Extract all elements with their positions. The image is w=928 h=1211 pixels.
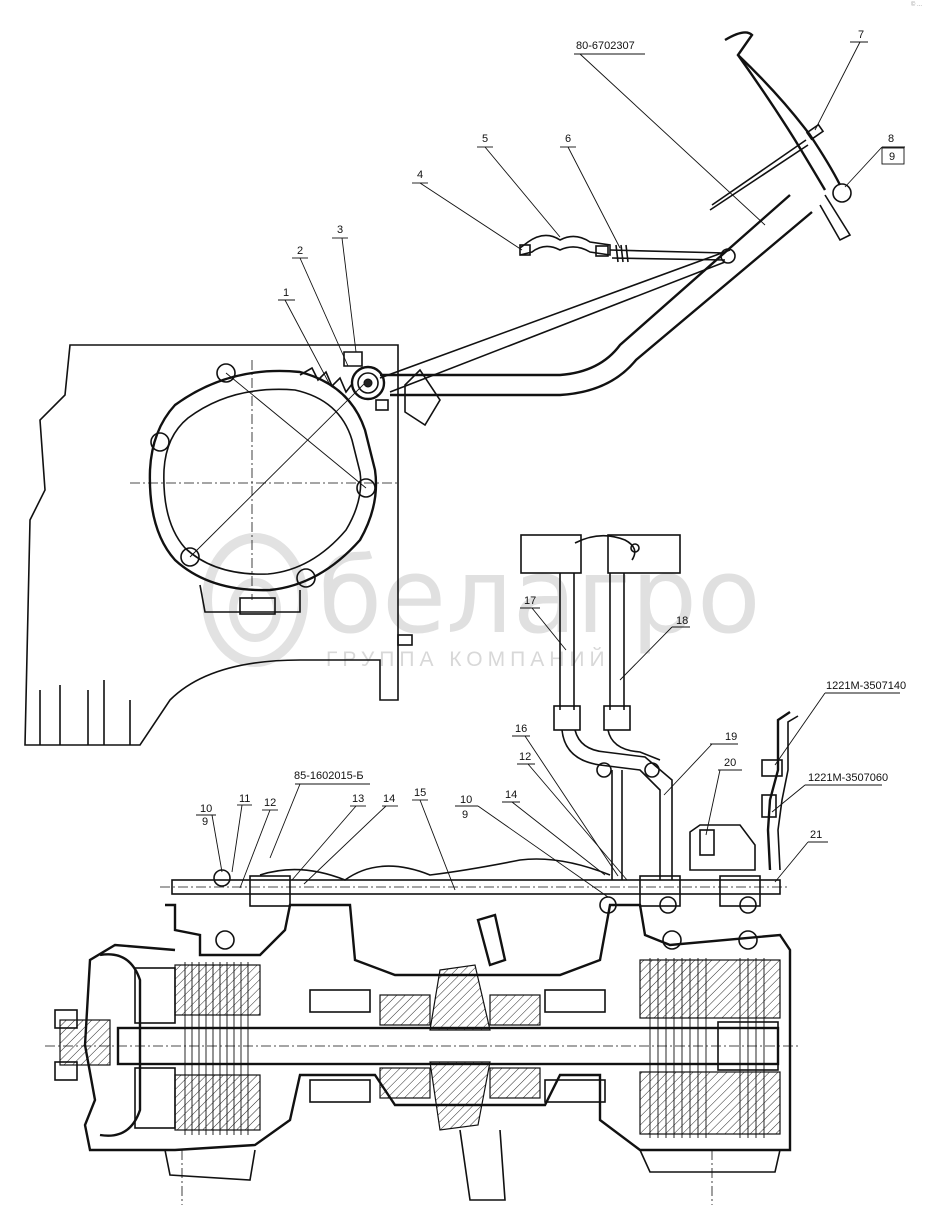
bolt-hole (356, 478, 376, 498)
watermark: белагро ГРУППА КОМПАНИЙ (202, 533, 761, 671)
shaft-assembly (45, 858, 800, 1205)
callout-7: 7 (858, 29, 864, 41)
lower-callouts: 17 18 16 19 12 20 1221М-3507140 1221М-35… (196, 595, 906, 898)
lever-pivot (299, 351, 441, 427)
brake-pedals (520, 534, 681, 880)
bolt-hole (216, 363, 236, 383)
callout-14-right: 14 (505, 789, 517, 801)
callout-12-left: 12 (264, 797, 276, 809)
part-80-6702307: 80-6702307 (576, 40, 635, 52)
callout-6: 6 (565, 133, 571, 145)
pedal-rod (379, 194, 813, 397)
callout-19: 19 (725, 731, 737, 743)
callout-18: 18 (676, 615, 688, 627)
watermark-logo-inner (229, 578, 281, 642)
bolt-hole (150, 432, 170, 452)
callout-16: 16 (515, 723, 527, 735)
housing-outline (24, 344, 413, 746)
callout-9-right: 9 (462, 809, 468, 821)
bolt-hole (296, 568, 316, 588)
callout-9-top: 9 (889, 151, 895, 163)
callout-13: 13 (352, 793, 364, 805)
watermark-logo-ring (202, 533, 308, 667)
upper-callouts: 1 2 3 4 5 6 80-6702307 7 8 9 (278, 29, 905, 386)
part-85-1602015-B: 85-1602015-Б (294, 770, 364, 782)
callout-10-right: 10 (460, 794, 472, 806)
watermark-subtitle: ГРУППА КОМПАНИЙ (326, 647, 610, 671)
callout-8: 8 (888, 133, 894, 145)
callout-3: 3 (337, 224, 343, 236)
callout-9-left: 9 (202, 816, 208, 828)
callout-17: 17 (524, 595, 536, 607)
callout-14-left: 14 (383, 793, 395, 805)
bolt-hole (180, 547, 200, 567)
callout-10-left: 10 (200, 803, 212, 815)
link-rod (519, 234, 736, 264)
watermark-brand: белагро (318, 535, 761, 657)
callout-2: 2 (297, 245, 303, 257)
callout-20: 20 (724, 757, 736, 769)
brake-lever-right (689, 711, 799, 871)
callout-4: 4 (417, 169, 423, 181)
part-1221M-3507140: 1221М-3507140 (826, 680, 906, 692)
callout-1: 1 (283, 287, 289, 299)
callout-12-right: 12 (519, 751, 531, 763)
callout-5: 5 (482, 133, 488, 145)
pedal-arm (709, 31, 852, 242)
callout-11: 11 (239, 793, 250, 805)
corner-mark: © ... (910, 2, 922, 8)
callout-15: 15 (414, 787, 426, 799)
callout-21: 21 (810, 829, 822, 841)
flange (130, 360, 400, 615)
part-1221M-3507060: 1221М-3507060 (808, 772, 888, 784)
